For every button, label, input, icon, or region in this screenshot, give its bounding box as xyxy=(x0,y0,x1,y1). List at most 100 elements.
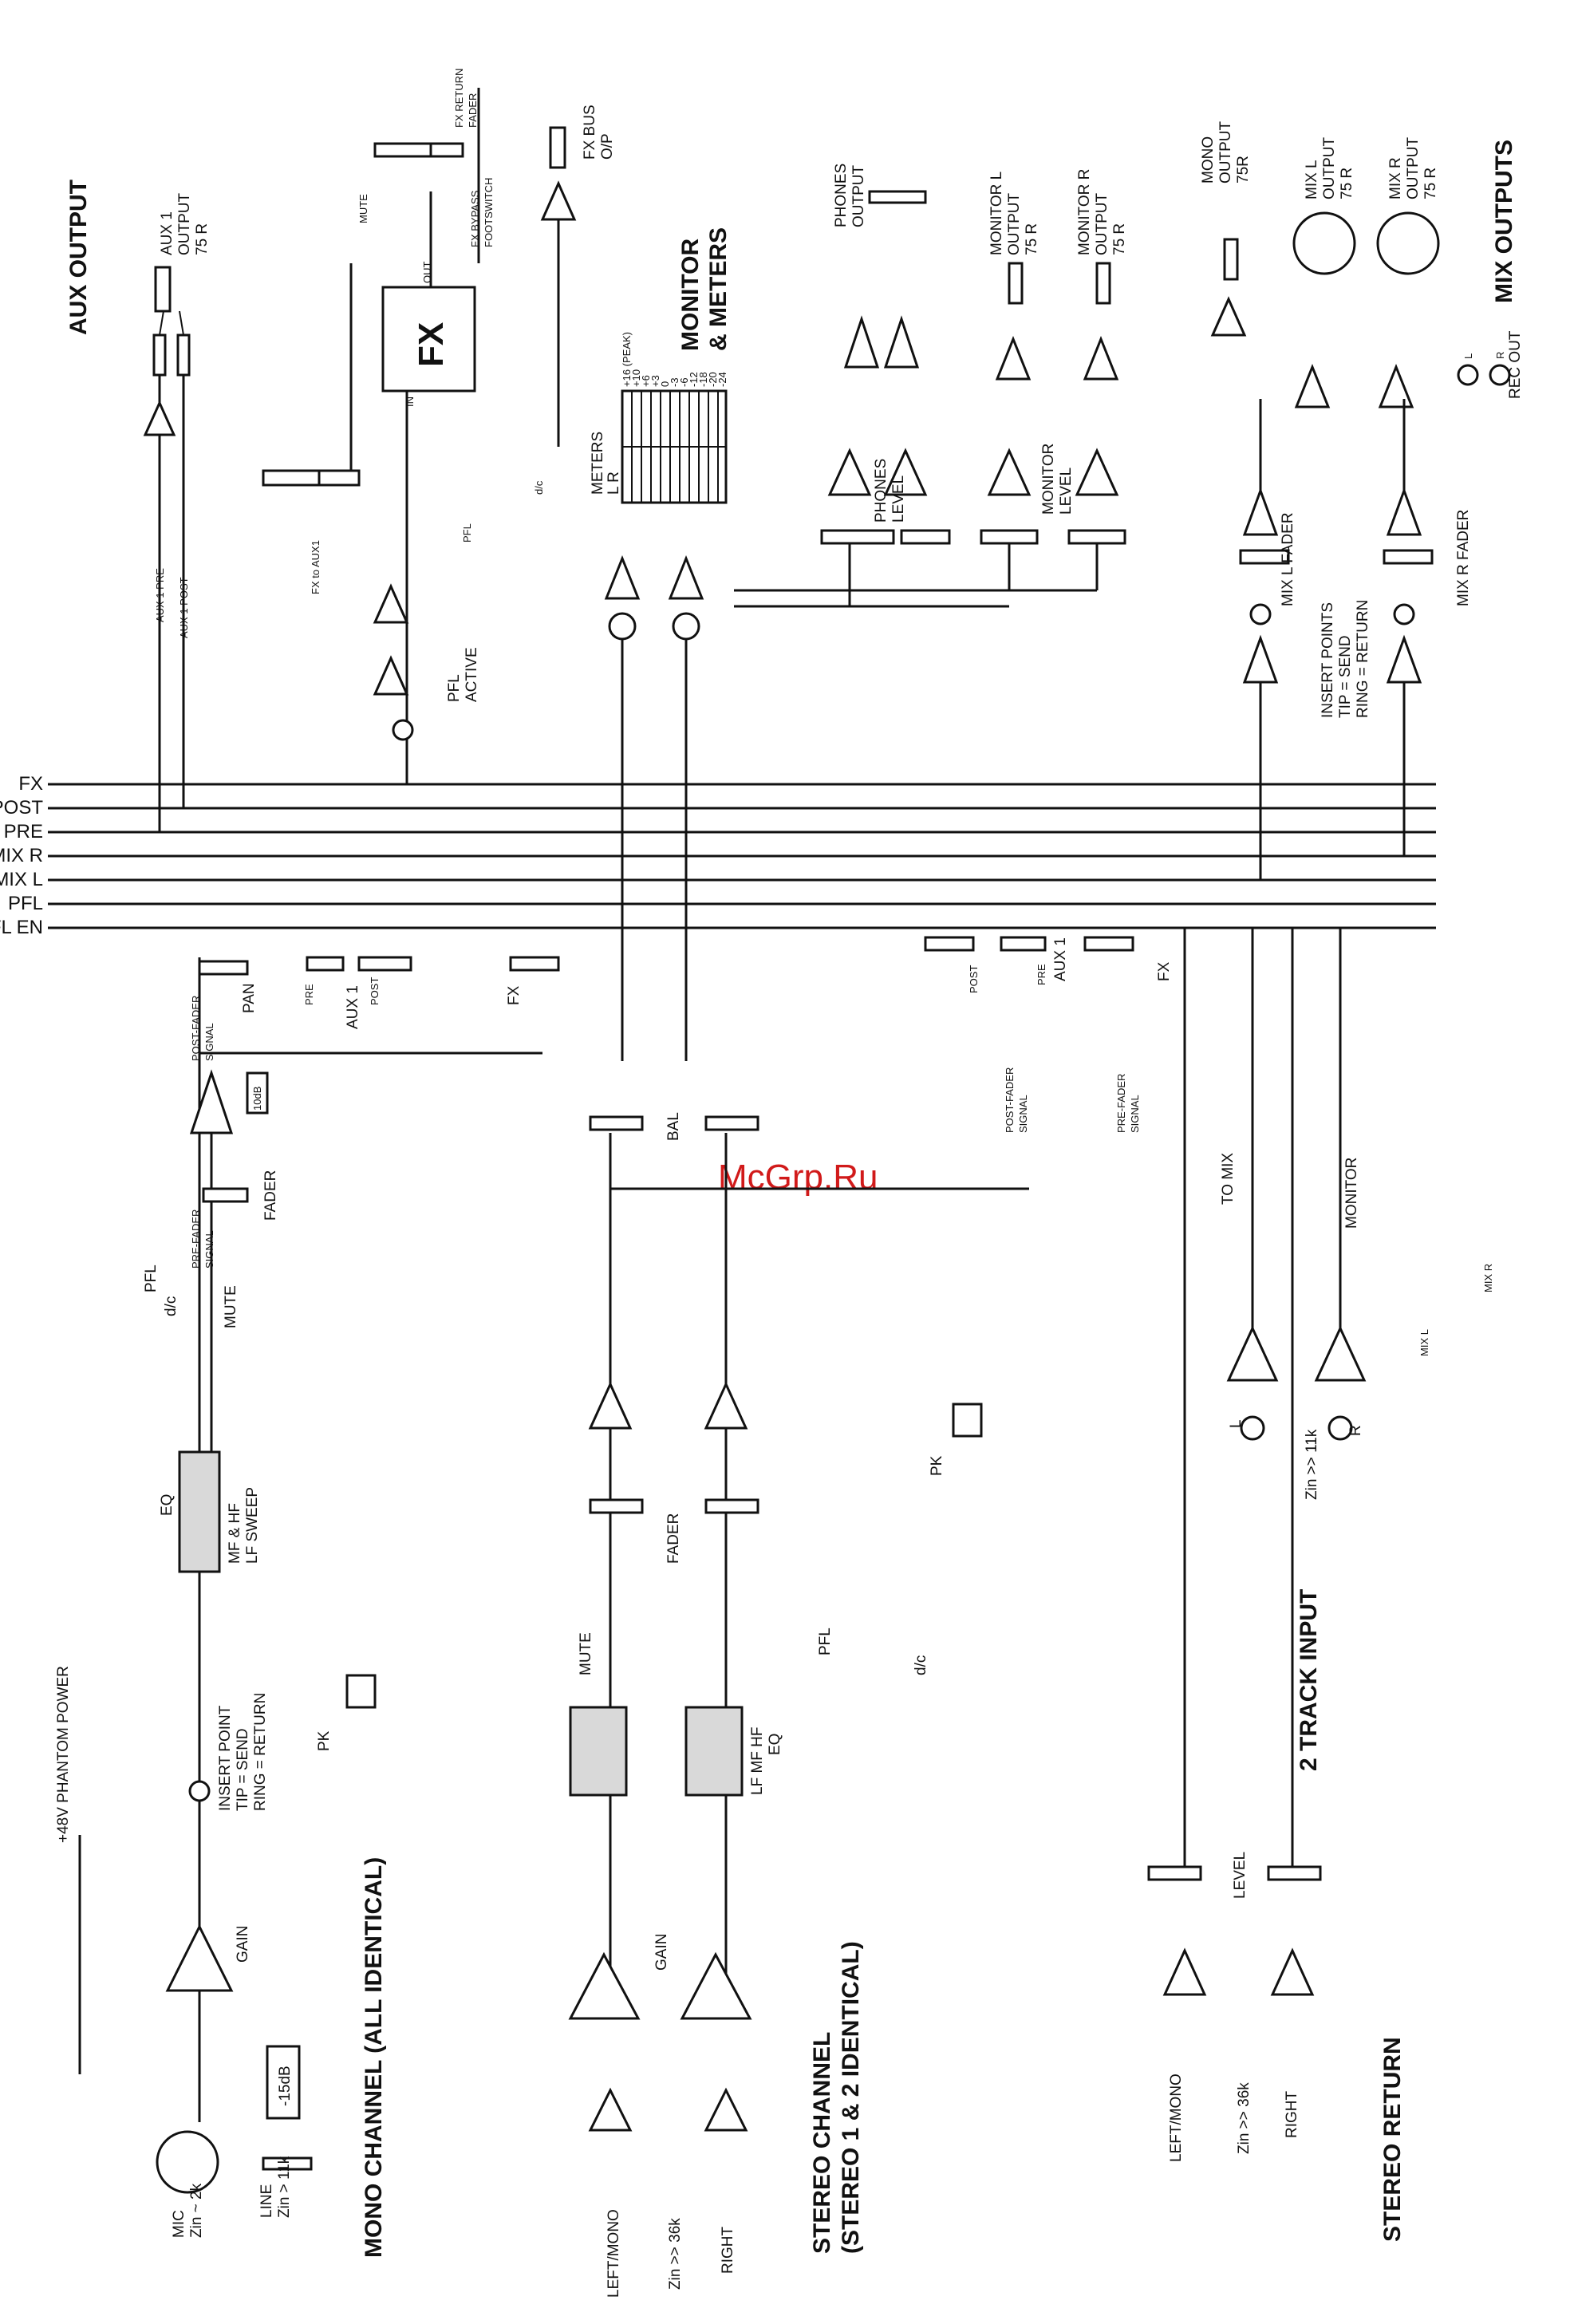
mono-output-label-2: OUTPUT xyxy=(1217,121,1234,184)
stereo-fx-label: FX xyxy=(1156,961,1173,981)
insert-label-2: TIP = SEND xyxy=(235,1728,251,1811)
mixl-fader-amp xyxy=(1242,487,1279,536)
stereo-pre-fader-2: SIGNAL xyxy=(1129,1095,1141,1133)
monitor-l-label-3: 75 R xyxy=(1024,223,1040,255)
fx-processor-label: FX xyxy=(412,322,451,367)
stereo-left-label: LEFT/MONO xyxy=(606,2209,622,2298)
mono-out-jack xyxy=(1223,238,1239,281)
rec-out-label: REC OUT xyxy=(1507,330,1524,399)
meter-scale-10: -24 xyxy=(716,372,728,387)
monitor-block: PHONES OUTPUT PHONES LEVEL MONITOR L OUT… xyxy=(734,164,1128,608)
gain-label: GAIN xyxy=(235,1926,251,1963)
monitor-amp-l xyxy=(995,335,1032,381)
two-track-mixr-label: MIX R xyxy=(1482,1264,1494,1292)
two-track-block: L R Zin >> 11k TO MIX MONITOR MIX L MIX … xyxy=(1220,928,1494,1500)
two-track-r-label: R xyxy=(1347,1425,1364,1436)
fx-mute-label: MUTE xyxy=(357,194,369,223)
stereo-gain-label: GAIN xyxy=(653,1934,670,1971)
aux-output-amp xyxy=(143,400,176,436)
two-track-mixl-label: MIX L xyxy=(1418,1329,1430,1356)
stereo-fader-l xyxy=(589,1498,644,1514)
rec-out-r xyxy=(1489,364,1511,386)
fx-bus-label-2: O/P xyxy=(599,133,616,160)
mono-fader-label: FADER xyxy=(262,1170,279,1221)
to-mix-label: TO MIX xyxy=(1220,1153,1237,1205)
return-amp-r xyxy=(1270,1947,1315,1996)
monitor-l-label-2: OUTPUT xyxy=(1006,193,1023,256)
mixr-fader-amp xyxy=(1386,487,1422,536)
stereo-gain-r xyxy=(680,1951,752,2020)
mono-fader xyxy=(202,1187,249,1203)
mixl-xlr xyxy=(1292,211,1356,275)
insert-points-label-3: RING = RETURN xyxy=(1355,600,1371,718)
bus-label-mixr: MIX R xyxy=(0,845,43,866)
mixr-output-label-2: OUTPUT xyxy=(1405,137,1422,200)
insert-label-1: INSERT POINT xyxy=(217,1705,234,1811)
pad-label: -15dB xyxy=(277,2066,294,2106)
mixr-fader-label: MIX R FADER xyxy=(1455,510,1472,606)
monitor-r-jack xyxy=(1095,262,1111,305)
return-level-label: LEVEL xyxy=(1232,1852,1249,1899)
stereo-post-fader-1: POST-FADER xyxy=(1004,1067,1016,1133)
fx-bypass-label-2: FOOTSWITCH xyxy=(483,178,495,247)
meter-scale-0: +16 (PEAK) xyxy=(621,332,633,387)
return-level-l xyxy=(1147,1865,1202,1881)
mono-aux1-label: AUX 1 xyxy=(345,985,361,1029)
section-title-aux-output: AUX OUTPUT xyxy=(65,180,92,335)
fx-processor xyxy=(381,286,476,393)
meters-title: METERS xyxy=(590,432,606,495)
meter-scale-5: -3 xyxy=(669,377,680,387)
meter-amp-l xyxy=(604,554,641,600)
monitor-l-jack xyxy=(1008,262,1024,305)
fx-block: FX IN OUT FX to AUX1 MUTE FX RETURN FADE… xyxy=(262,69,616,784)
stereo-pre-label: PRE xyxy=(1036,964,1047,985)
mixr-out-amp xyxy=(1378,363,1414,408)
fx-send-pot xyxy=(509,956,560,972)
stereo-fader-r xyxy=(704,1498,759,1514)
mixr-xlr xyxy=(1376,211,1440,275)
section-title-stereo-return: STEREO RETURN xyxy=(1379,2037,1406,2242)
fx-bus-jack xyxy=(549,126,566,169)
mixl-output-label-2: OUTPUT xyxy=(1321,137,1338,200)
fx-return-label-1: FX RETURN xyxy=(453,69,465,128)
section-title-stereo-channel-sub: (STEREO 1 & 2 IDENTICAL) xyxy=(838,1941,864,2254)
line-label: LINE xyxy=(258,2184,275,2218)
pfl-active-amp xyxy=(373,583,409,624)
return-level-r xyxy=(1267,1865,1322,1881)
meter-scale-3: +3 xyxy=(649,375,661,387)
section-title-mono-channel: MONO CHANNEL (ALL IDENTICAL) xyxy=(361,1857,387,2258)
mono-fx-label: FX xyxy=(506,985,523,1005)
aux1-output-label-3: 75 R xyxy=(194,223,211,255)
mic-label: MIC xyxy=(171,2210,187,2238)
mic-z-label: Zin ~ 2k xyxy=(188,2183,205,2238)
aux1-post-tap: AUX 1 POST xyxy=(178,577,190,638)
return-z-label: Zin >> 36k xyxy=(1236,2082,1252,2154)
eq-bands-label-1: MF & HF xyxy=(227,1503,243,1564)
mic-xlr xyxy=(156,2130,219,2194)
pan-pot xyxy=(198,960,249,976)
stereo-bal-r xyxy=(704,1115,759,1131)
bus-label-aux1pre: AUX 1 PRE xyxy=(0,821,43,842)
phones-output-label-2: OUTPUT xyxy=(850,165,867,228)
ten-db-label: 10dB xyxy=(251,1087,263,1111)
pfl-active-label-1: PFL xyxy=(446,674,463,702)
meter-scale-6: -6 xyxy=(678,377,690,387)
stereo-pk-label: PK xyxy=(929,1455,945,1476)
meter-amp-r xyxy=(668,554,704,600)
mono-pk-label: PK xyxy=(316,1730,333,1751)
mono-output-label-3: 75R xyxy=(1235,156,1252,183)
stereo-pfl-label: PFL xyxy=(817,1628,834,1655)
aux1-pre-tap: AUX 1 PRE xyxy=(154,568,166,622)
mixr-output-label-1: MIX R xyxy=(1387,157,1404,199)
fx-return-label-2: FADER xyxy=(467,93,479,128)
phones-output-jack xyxy=(868,190,927,204)
bus-label-pfl: PFL xyxy=(8,893,43,914)
two-track-r-rca xyxy=(1327,1415,1353,1441)
monitor-level-label-1: MONITOR xyxy=(1040,444,1057,515)
stereo-right-label: RIGHT xyxy=(720,2227,736,2275)
stereo-aux1-label: AUX 1 xyxy=(1052,937,1069,981)
section-title-meters: & METERS xyxy=(705,227,732,351)
fx-pfl-label: PFL xyxy=(461,523,473,543)
stereo-bal-label: BAL xyxy=(665,1112,682,1141)
pad-15db xyxy=(266,2045,301,2120)
